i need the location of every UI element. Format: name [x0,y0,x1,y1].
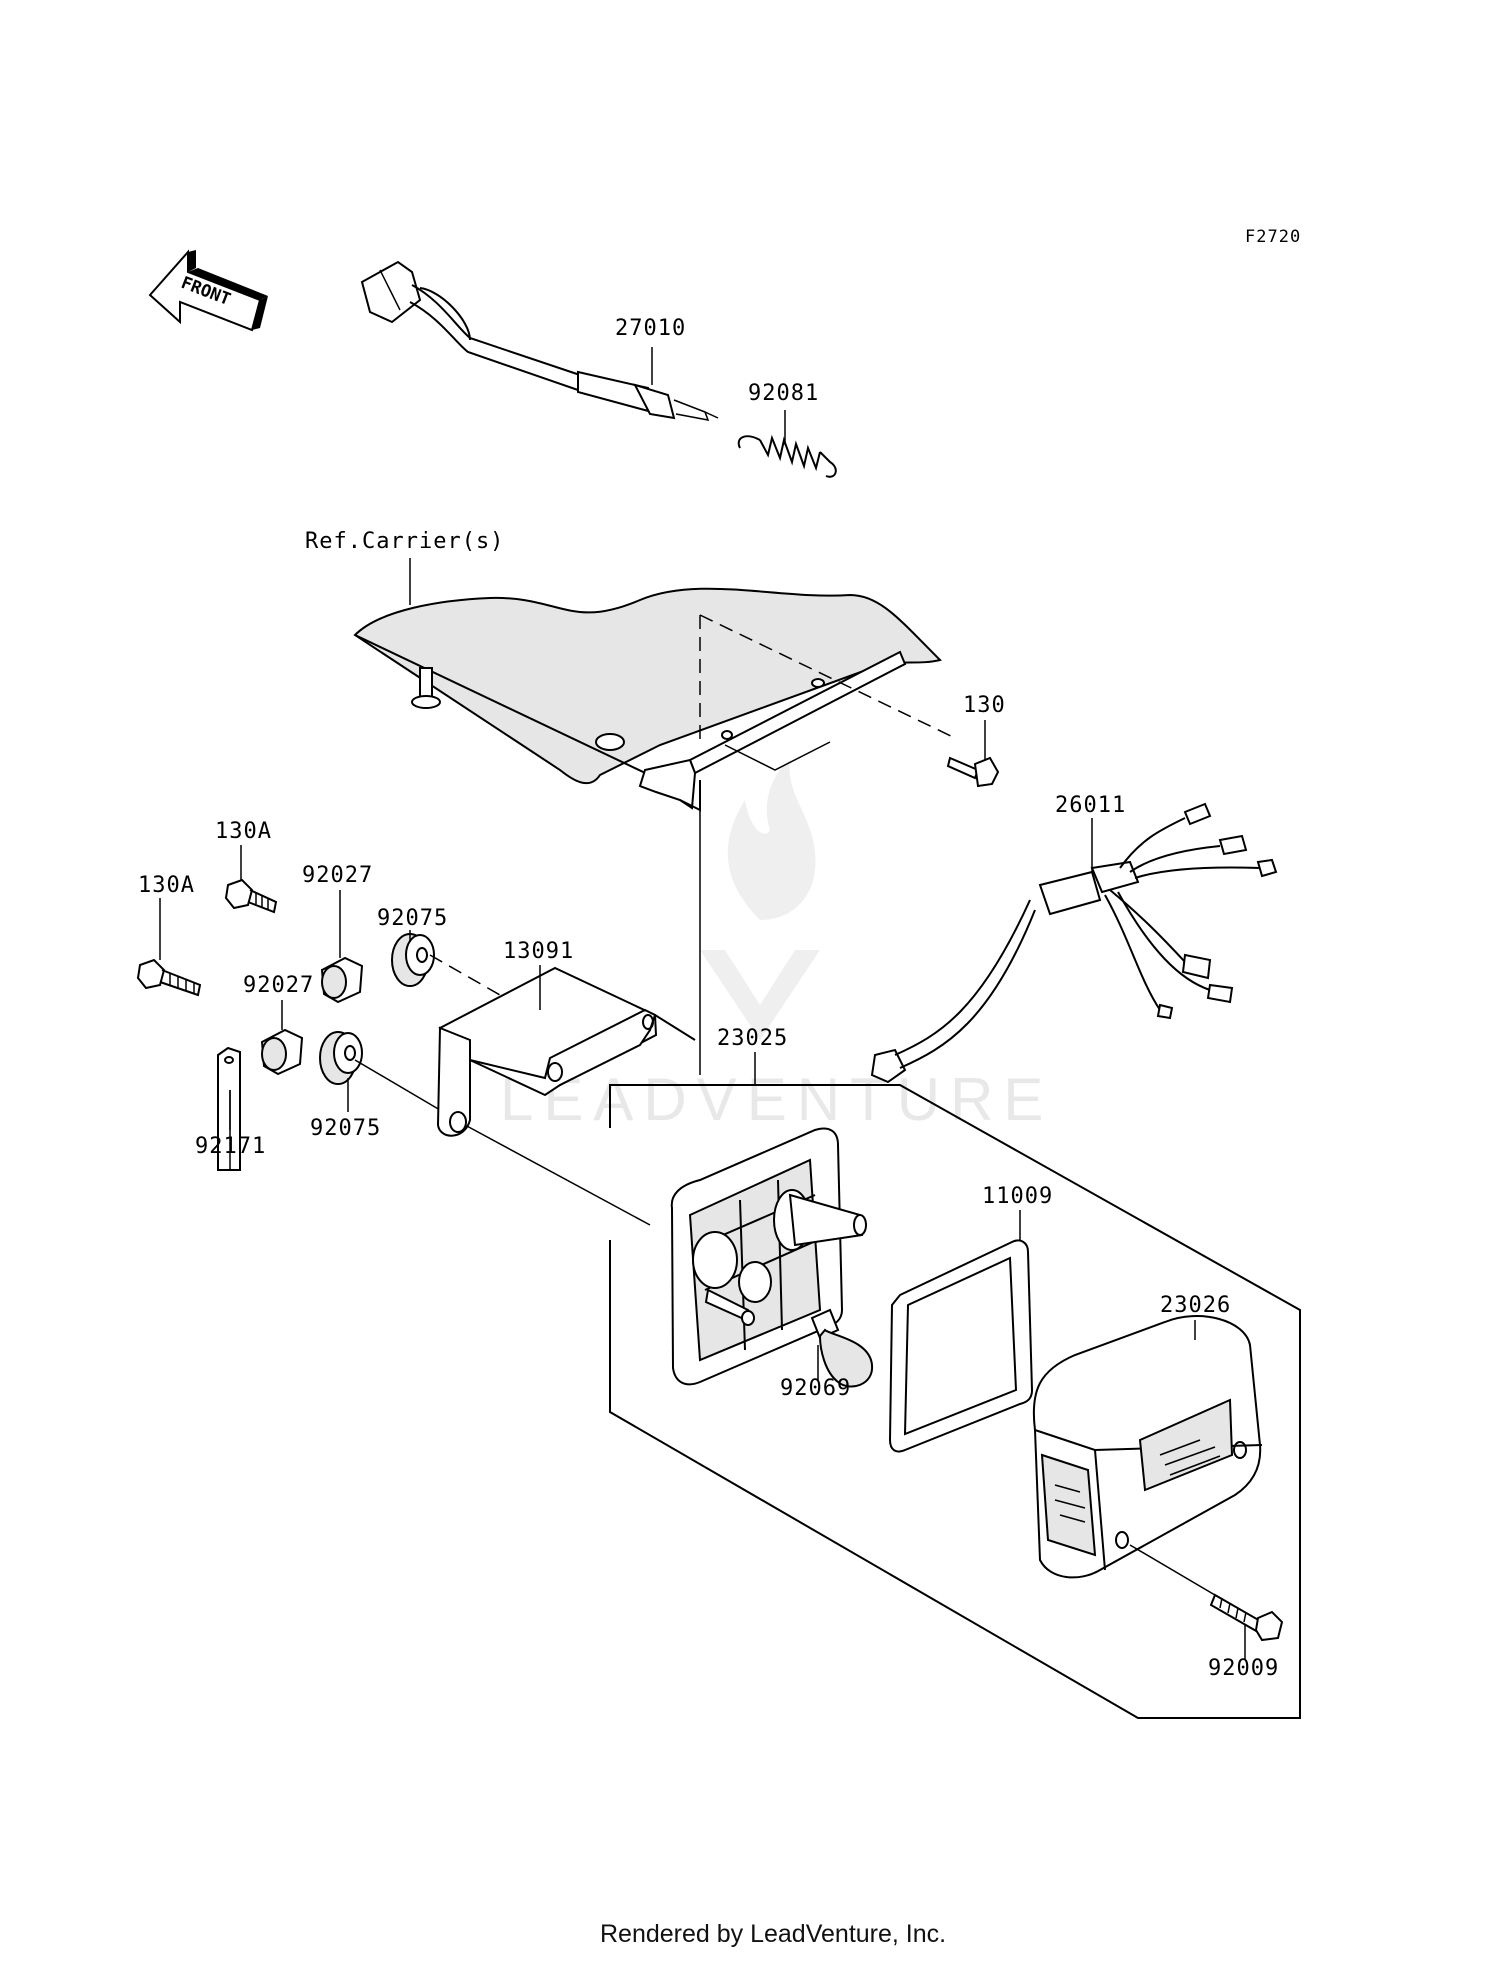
leader-23025-line [464,1124,651,1226]
diagram-code: F2720 [1245,227,1301,247]
callout-130A-left: 130A [138,873,195,898]
callout-13091: 13091 [503,939,574,964]
part-130A-bolt-top [224,878,278,914]
footer-credit: Rendered by LeadVenture, Inc. [600,1920,946,1948]
front-arrow-icon: FRONT [148,249,268,332]
part-92171-strap [217,1046,241,1171]
leader-92075-bot-line [354,1059,441,1111]
part-27010-switch-cable [360,260,719,421]
callout-92075-bot: 92075 [310,1116,381,1141]
part-130A-bolt-left [136,958,202,997]
part-130-bolt [946,756,1000,788]
callout-11009: 11009 [982,1184,1053,1209]
callout-23026: 23026 [1160,1293,1231,1318]
part-92027-collar-mid [260,1028,304,1076]
part-92069-bulb [810,1308,874,1388]
callout-92171: 92171 [195,1134,266,1159]
callout-27010: 27010 [615,316,686,341]
leader-carrier-line [724,741,831,771]
callout-130: 130 [963,693,1006,718]
watermark-v-icon [700,950,820,1040]
reference-label: Ref.Carrier(s) [305,529,504,554]
callout-92009: 92009 [1208,1656,1279,1681]
leader-carrier-dash [699,614,956,739]
part-92075-grommet-bot [319,1031,363,1085]
part-23026-lens [1032,1315,1263,1579]
callout-92081: 92081 [748,381,819,406]
part-26011-wire-harness [870,802,1278,1084]
part-23025-lamp-base [670,1127,867,1386]
part-92081-spring [737,434,837,478]
part-13091-bracket [436,966,696,1137]
part-92027-collar-top [320,956,364,1004]
watermark-text: LEADVENTURE [500,1066,1053,1133]
group-frame-23025 [609,1084,1301,1719]
callout-130A-top: 130A [215,819,272,844]
callout-92075-top: 92075 [377,906,448,931]
callout-92027-top: 92027 [302,863,373,888]
watermark: LEADVENTURE [500,760,1053,1133]
callout-92027-mid: 92027 [243,973,314,998]
callout-92069: 92069 [780,1376,851,1401]
callout-26011: 26011 [1055,793,1126,818]
carrier-reference [353,587,942,812]
watermark-flame-icon [727,760,816,920]
part-11009-gasket [888,1239,1034,1453]
part-92075-grommet-top [391,933,435,987]
part-92009-screw [1129,1544,1284,1642]
callout-23025: 23025 [717,1026,788,1051]
